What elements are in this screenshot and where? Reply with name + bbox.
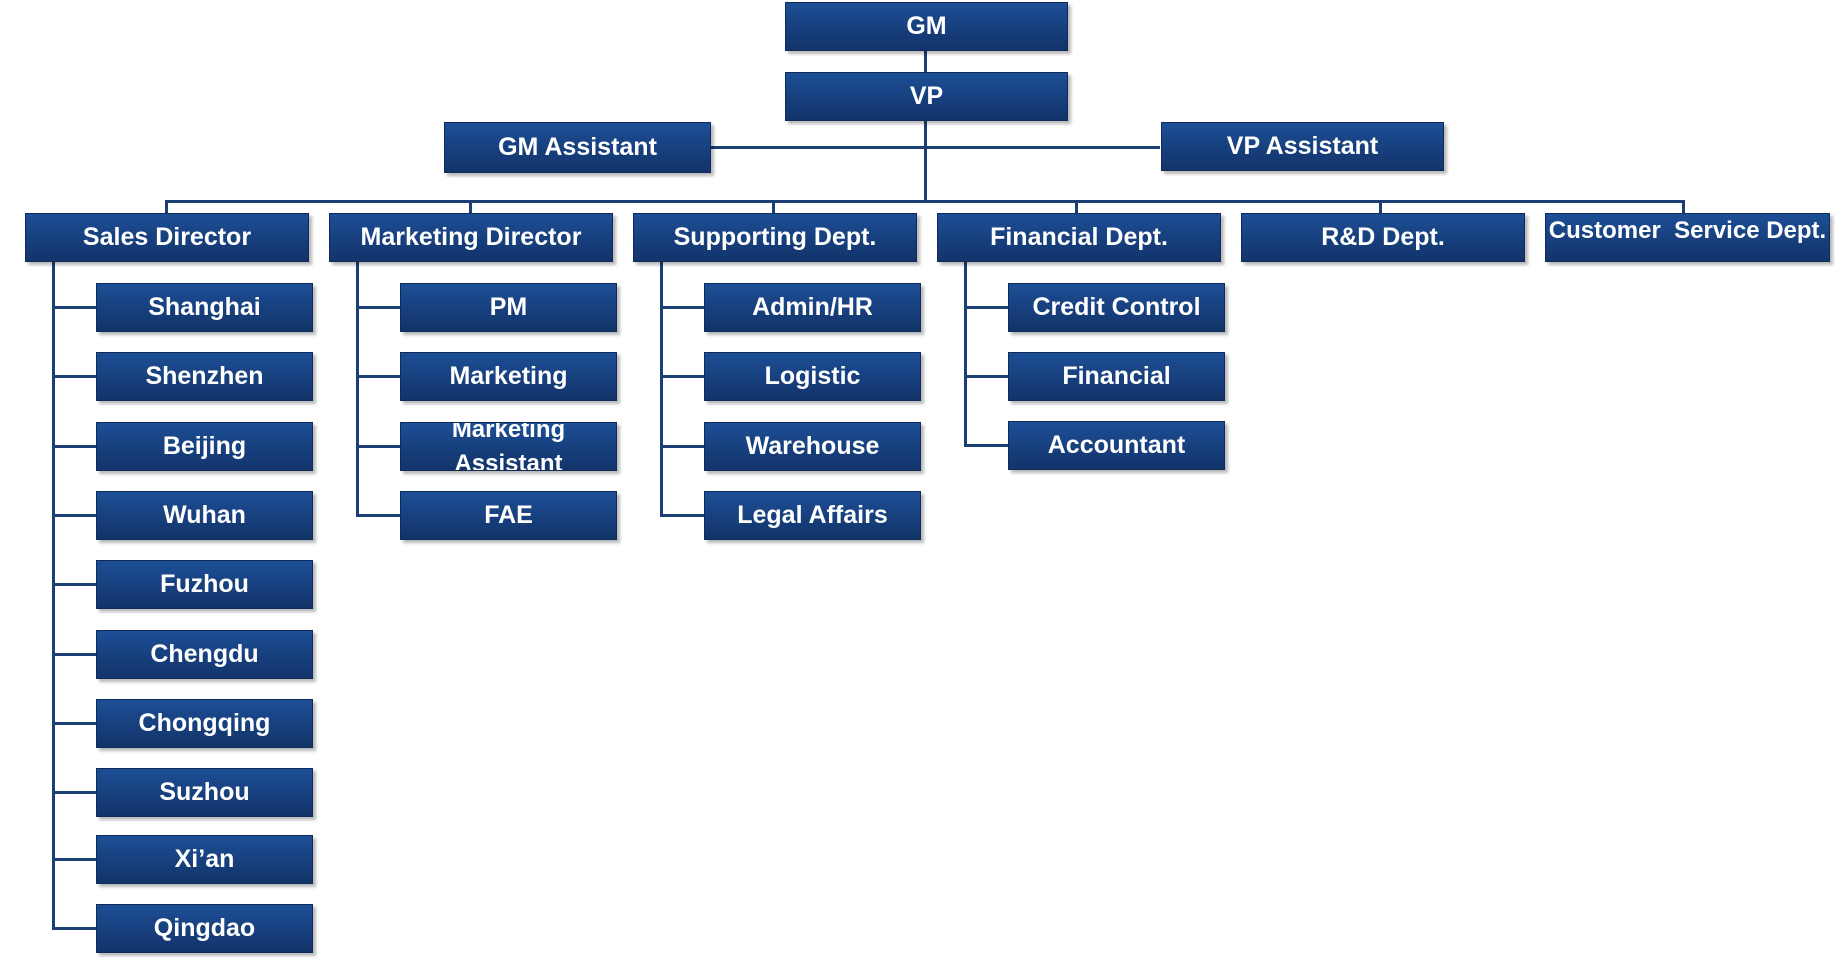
connector-supporting-child bbox=[660, 514, 705, 517]
connector-sales-child bbox=[52, 858, 97, 861]
connector-dept-rnd bbox=[1379, 200, 1382, 214]
dept-marketing-director: Marketing Director bbox=[329, 213, 613, 262]
connector-sales-spine bbox=[52, 262, 55, 930]
sales-child-wuhan: Wuhan bbox=[96, 491, 313, 540]
marketing-child-pm: PM bbox=[400, 283, 617, 332]
connector-sales-child bbox=[52, 514, 97, 517]
connector-sales-child bbox=[52, 791, 97, 794]
connector-sales-child bbox=[52, 306, 97, 309]
connector-marketing-child bbox=[356, 445, 401, 448]
connector-gm-vp bbox=[924, 49, 927, 73]
connector-marketing-child bbox=[356, 375, 401, 378]
connector-dept-customer-service bbox=[1682, 200, 1685, 214]
connector-dept-marketing bbox=[469, 200, 472, 214]
connector-dept-financial bbox=[1075, 200, 1078, 214]
connector-dept-bus bbox=[165, 200, 1685, 203]
supporting-child-warehouse: Warehouse bbox=[704, 422, 921, 471]
dept-sales-director: Sales Director bbox=[25, 213, 309, 262]
connector-supporting-spine bbox=[660, 262, 663, 517]
sales-child-suzhou: Suzhou bbox=[96, 768, 313, 817]
connector-supporting-child bbox=[660, 375, 705, 378]
sales-child-shenzhen: Shenzhen bbox=[96, 352, 313, 401]
connector-marketing-child bbox=[356, 514, 401, 517]
connector-supporting-child bbox=[660, 445, 705, 448]
connector-sales-child bbox=[52, 445, 97, 448]
marketing-child-fae: FAE bbox=[400, 491, 617, 540]
connector-dept-supporting bbox=[772, 200, 775, 214]
supporting-child-admin-hr: Admin/HR bbox=[704, 283, 921, 332]
vp-box: VP bbox=[785, 72, 1068, 121]
financial-child-accountant: Accountant bbox=[1008, 421, 1225, 470]
connector-vp-trunk bbox=[924, 120, 927, 202]
sales-child-beijing: Beijing bbox=[96, 422, 313, 471]
connector-sales-child bbox=[52, 722, 97, 725]
dept-supporting: Supporting Dept. bbox=[633, 213, 917, 262]
sales-child-qingdao: Qingdao bbox=[96, 904, 313, 953]
connector-financial-child bbox=[964, 306, 1009, 309]
sales-child-shanghai: Shanghai bbox=[96, 283, 313, 332]
dept-customer-service: Customer Service Dept. bbox=[1545, 213, 1830, 262]
connector-assistants bbox=[710, 146, 1160, 149]
connector-sales-child bbox=[52, 375, 97, 378]
connector-sales-child bbox=[52, 653, 97, 656]
sales-child-xian: Xi’an bbox=[96, 835, 313, 884]
connector-financial-spine bbox=[964, 262, 967, 447]
financial-child-credit-control: Credit Control bbox=[1008, 283, 1225, 332]
sales-child-chengdu: Chengdu bbox=[96, 630, 313, 679]
sales-child-fuzhou: Fuzhou bbox=[96, 560, 313, 609]
supporting-child-logistic: Logistic bbox=[704, 352, 921, 401]
marketing-child-marketing-assistant: Marketing Assistant bbox=[400, 422, 617, 471]
connector-financial-child bbox=[964, 444, 1009, 447]
connector-dept-sales bbox=[165, 200, 168, 214]
gm-assistant-box: GM Assistant bbox=[444, 122, 711, 173]
connector-financial-child bbox=[964, 375, 1009, 378]
dept-rnd: R&D Dept. bbox=[1241, 213, 1525, 262]
connector-marketing-child bbox=[356, 306, 401, 309]
dept-financial: Financial Dept. bbox=[937, 213, 1221, 262]
sales-child-chongqing: Chongqing bbox=[96, 699, 313, 748]
gm-box: GM bbox=[785, 2, 1068, 51]
connector-sales-child bbox=[52, 927, 97, 930]
connector-marketing-spine bbox=[356, 262, 359, 517]
financial-child-financial: Financial bbox=[1008, 352, 1225, 401]
marketing-child-marketing: Marketing bbox=[400, 352, 617, 401]
vp-assistant-box: VP Assistant bbox=[1161, 122, 1444, 171]
supporting-child-legal-affairs: Legal Affairs bbox=[704, 491, 921, 540]
connector-sales-child bbox=[52, 583, 97, 586]
connector-supporting-child bbox=[660, 306, 705, 309]
